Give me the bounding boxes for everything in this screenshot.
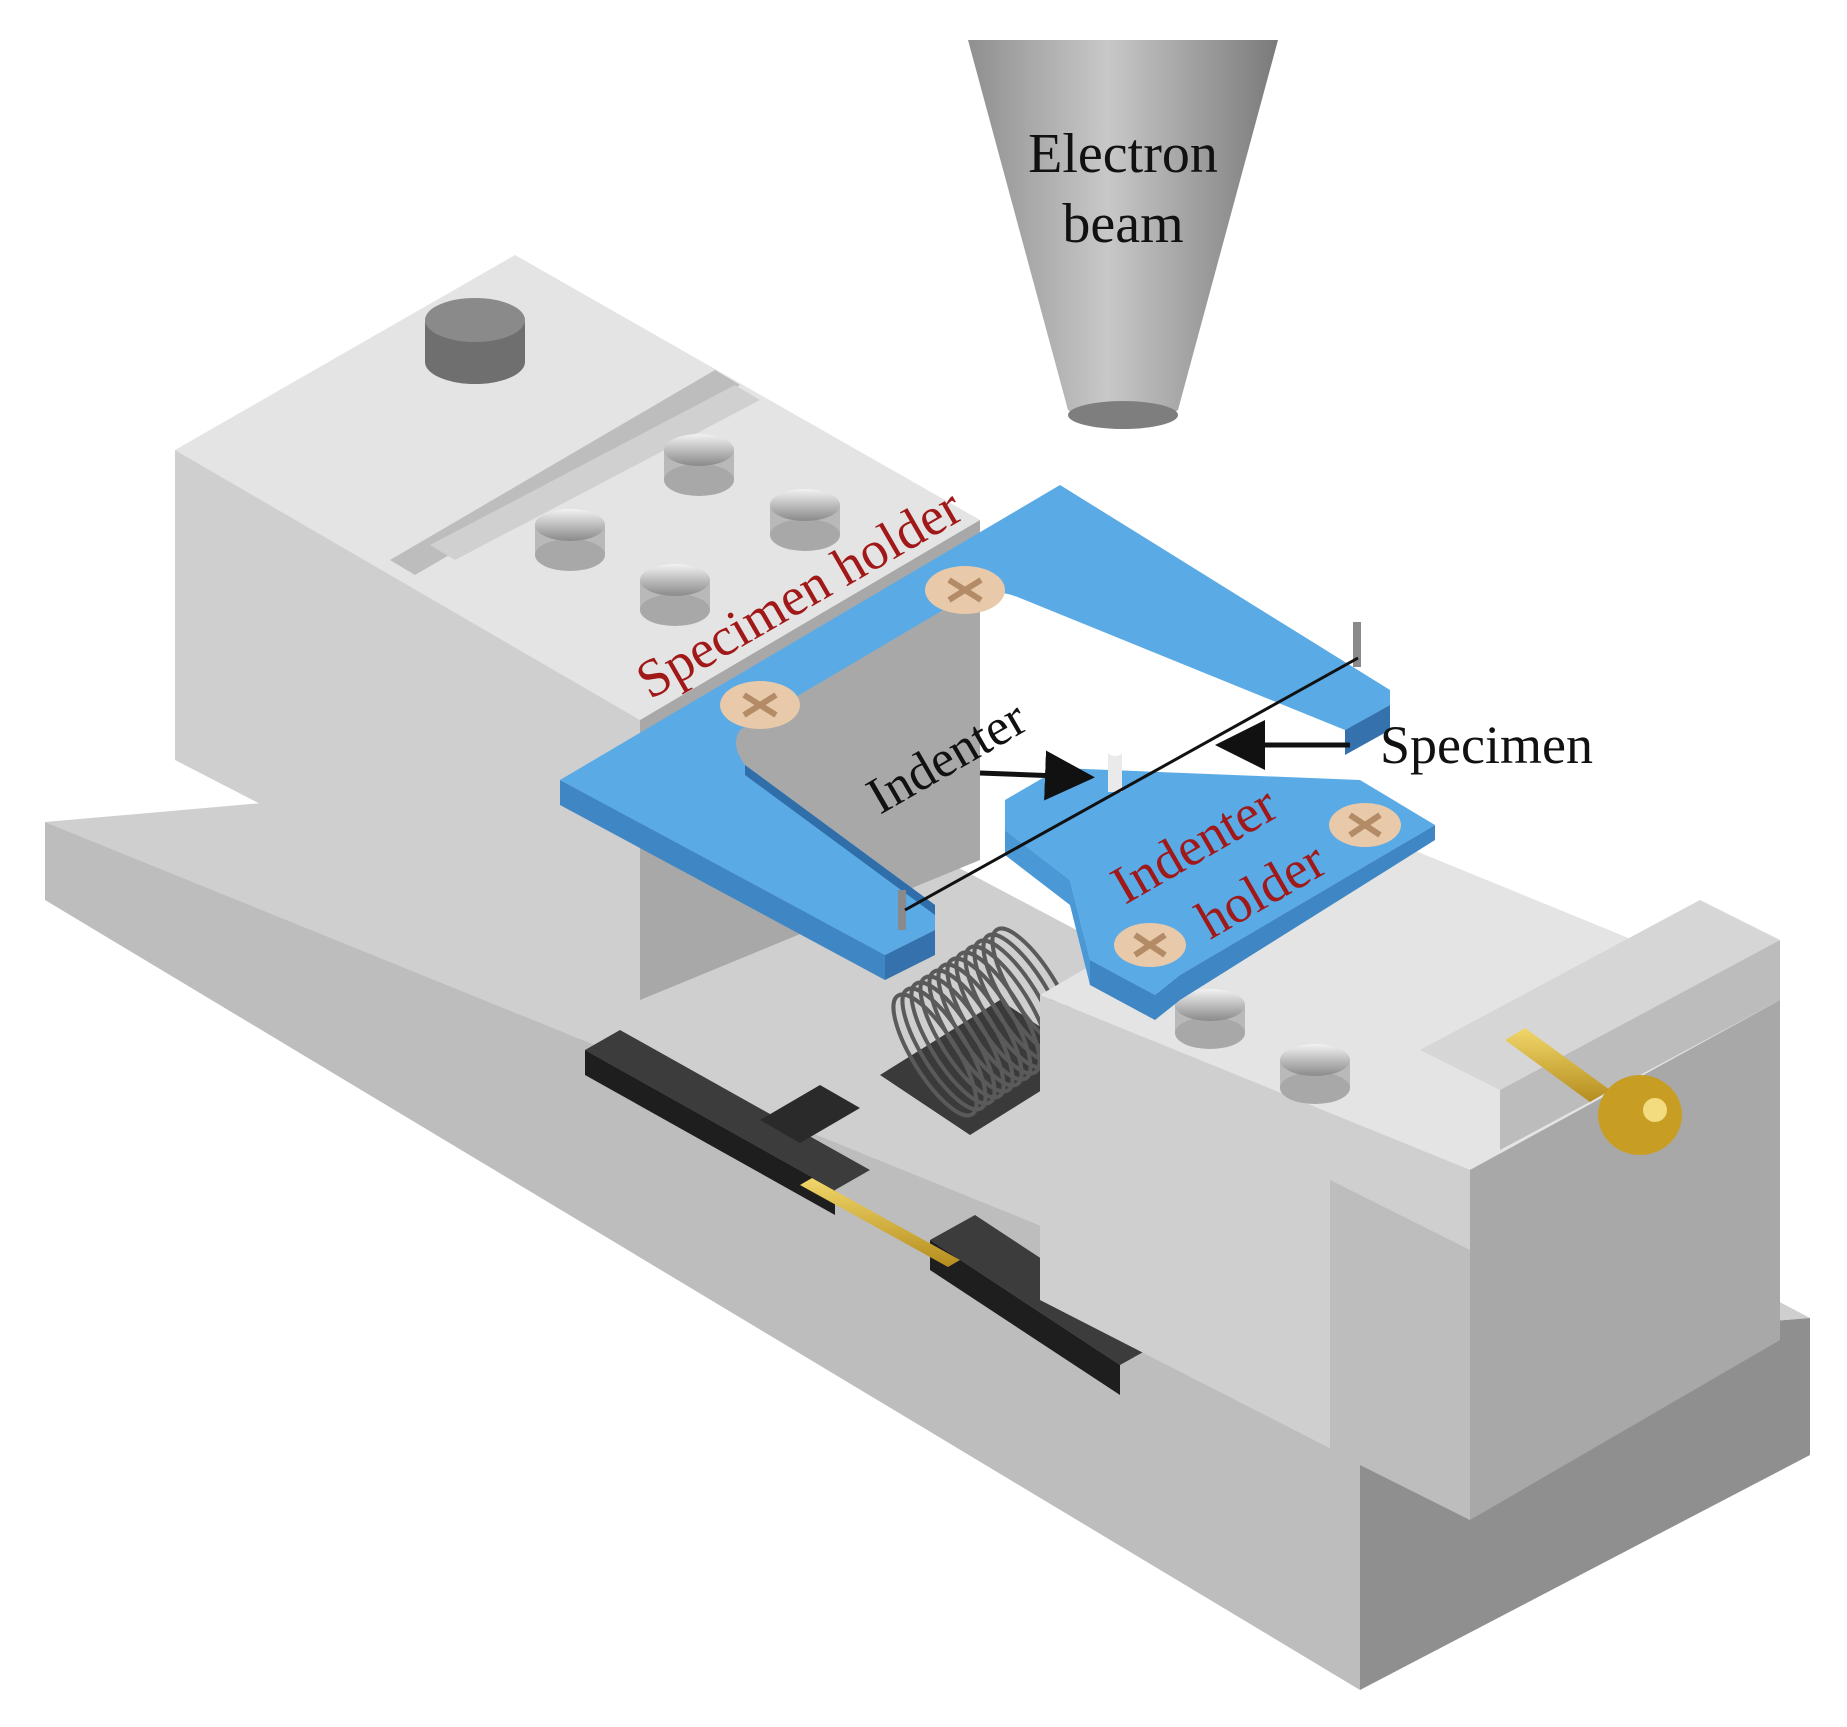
screw-icon bbox=[1280, 1044, 1350, 1104]
lead-screw bbox=[880, 926, 1090, 1135]
screw-icon bbox=[640, 564, 710, 626]
specimen-holder bbox=[560, 485, 1390, 980]
screw-icon bbox=[664, 434, 734, 496]
screw-icon bbox=[925, 566, 1005, 614]
screw-threads bbox=[891, 926, 1078, 1118]
screw-icon bbox=[1329, 803, 1401, 847]
screw-icon bbox=[1175, 989, 1245, 1049]
brass-rod-left bbox=[800, 1178, 960, 1267]
indenter-arrow bbox=[979, 750, 1095, 801]
label-electron-beam-line1: Electron bbox=[1028, 123, 1218, 185]
cylinder-knob bbox=[425, 298, 525, 384]
specimen-pin bbox=[1353, 622, 1361, 667]
label-specimen: Specimen bbox=[1380, 715, 1593, 775]
brass-adjuster bbox=[1505, 1028, 1682, 1155]
label-electron-beam-line2: beam bbox=[1062, 193, 1183, 255]
screw-icon bbox=[720, 681, 800, 729]
pointer-arrows bbox=[979, 720, 1350, 801]
specimen-wire bbox=[904, 656, 1359, 912]
black-guide-left bbox=[585, 1030, 870, 1215]
indenter-holder bbox=[1005, 768, 1435, 1020]
screw-icon bbox=[770, 489, 840, 551]
indenter-pin bbox=[1108, 748, 1122, 792]
right-block-screws bbox=[1175, 989, 1350, 1104]
left-block-screws bbox=[535, 434, 840, 626]
screw-icon bbox=[535, 509, 605, 571]
screw-icon bbox=[1114, 923, 1186, 967]
specimen-pin bbox=[898, 890, 906, 930]
electron-beam bbox=[968, 40, 1278, 429]
